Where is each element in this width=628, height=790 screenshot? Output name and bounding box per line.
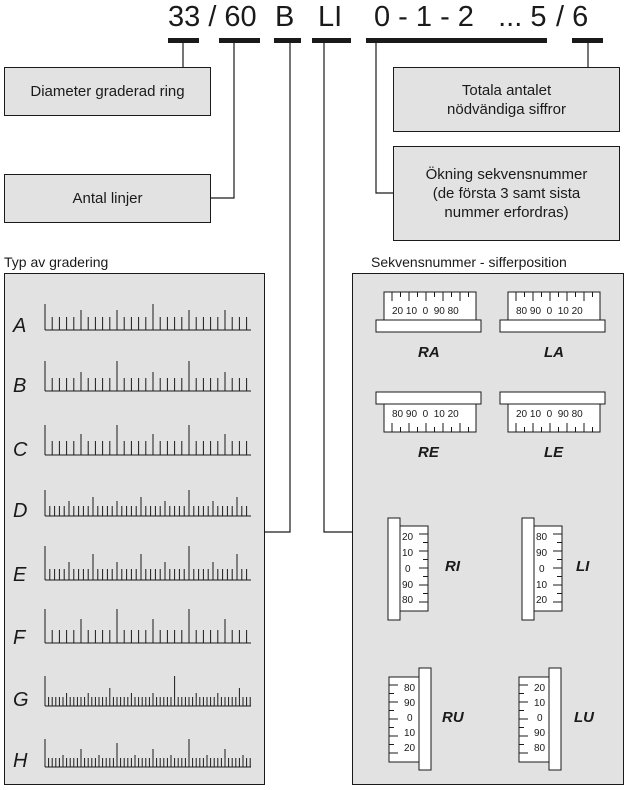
dial-la-label: LA (544, 344, 564, 361)
dial-ru-digit-4: 10 (404, 728, 416, 739)
dial-li-digit-3: 0 (539, 564, 545, 575)
dial-le-digits: 20 10 0 90 80 (516, 409, 583, 420)
dial-ru-digit-3: 0 (407, 713, 413, 724)
dial-la-base (499, 319, 606, 333)
graduation-label-b: B (13, 375, 27, 397)
dial-lu-base (548, 667, 562, 771)
dial-lu-digit-2: 10 (534, 698, 546, 709)
dial-ri-digit-1: 20 (402, 532, 414, 543)
increment-box: Ökning sekvensnummer (de första 3 samt s… (393, 146, 620, 241)
graduation-scale-g (44, 676, 251, 707)
diameter-box: Diameter graderad ring (4, 67, 211, 116)
diameter-label: Diameter graderad ring (30, 83, 185, 100)
total-digits-box: Totala antalet nödvändiga siffror (393, 67, 620, 132)
dial-le-base (499, 391, 606, 405)
dial-la-face (507, 291, 601, 321)
increment-line3: nummer erfordras) (444, 204, 569, 221)
dial-ri-label: RI (445, 558, 460, 575)
code-bar-increment (366, 38, 547, 43)
lines-box: Antal linjer (4, 174, 211, 223)
dial-li-digit-2: 90 (536, 548, 548, 559)
graduation-label-c: C (13, 439, 28, 461)
dial-ru-base (418, 667, 432, 771)
code-diameter-lines: 33 / 60 (168, 1, 257, 33)
dial-le-label: LE (544, 444, 564, 461)
dial-ra-face (383, 291, 477, 321)
graduation-label-e: E (13, 564, 27, 586)
dial-lu-digit-5: 80 (534, 743, 546, 754)
graduation-label-h: H (13, 750, 28, 772)
increment-line1: Ökning sekvensnummer (425, 166, 588, 183)
graduation-scale-f (44, 609, 251, 644)
dial-lu-digit-4: 90 (534, 728, 546, 739)
dial-ri-base (387, 517, 401, 621)
sequence-heading: Sekvensnummer - sifferposition (371, 254, 567, 270)
dial-re-label: RE (418, 444, 439, 461)
dial-re-digits: 80 90 0 10 20 (392, 409, 459, 420)
dial-ra-digits: 20 10 0 90 80 (392, 306, 459, 317)
dial-ra-base (375, 319, 482, 333)
dial-li-label: LI (576, 558, 590, 575)
dial-lu-digit-1: 20 (534, 683, 546, 694)
increment-line2: (de första 3 samt sista (432, 185, 581, 202)
code-bar-type (274, 38, 301, 43)
graduation-label-a: A (13, 315, 27, 337)
total-digits-line2: nödvändiga siffror (447, 100, 566, 118)
graduation-scale-a (44, 304, 251, 331)
graduation-scale-e (44, 546, 251, 581)
dial-ri-digit-4: 90 (402, 580, 414, 591)
dial-ru-label: RU (442, 709, 464, 726)
graduation-scale-d (44, 490, 251, 517)
dial-re-base (375, 391, 482, 405)
code-sequence-position: LI (318, 1, 343, 33)
graduation-scale-c (44, 425, 251, 456)
graduation-label-f: F (13, 627, 26, 649)
total-digits-line1: Totala antalet (461, 81, 552, 99)
dial-li-base (521, 517, 535, 621)
dial-ri-digit-2: 10 (402, 548, 414, 559)
code-bar-lines (219, 38, 260, 43)
lines-label: Antal linjer (72, 190, 143, 207)
code-graduation-type: B (275, 1, 295, 33)
code-sequence-increment: 0 - 1 - 2 ... 5 (374, 1, 547, 33)
graduation-heading: Typ av gradering (4, 254, 109, 270)
graduation-scale-h (44, 739, 251, 768)
dial-ru-digit-2: 90 (404, 698, 416, 709)
code-total-digits: / 6 (556, 1, 589, 33)
dial-lu-label: LU (574, 709, 594, 726)
dial-re-face (383, 403, 477, 433)
dial-li-digit-1: 80 (536, 532, 548, 543)
dial-ri-digit-5: 80 (402, 595, 414, 606)
dial-ru-digit-1: 80 (404, 683, 416, 694)
dial-la-digits: 80 90 0 10 20 (516, 306, 583, 317)
graduation-scale-b (44, 361, 251, 392)
dial-li-digit-5: 20 (536, 595, 548, 606)
graduation-label-g: G (13, 689, 29, 711)
dial-ra-label: RA (418, 344, 440, 361)
dial-lu-digit-3: 0 (537, 713, 543, 724)
code-bar-diameter (168, 38, 199, 43)
code-bar-position (312, 38, 351, 43)
dial-li-digit-4: 10 (536, 580, 548, 591)
dial-ru-digit-5: 20 (404, 743, 416, 754)
dial-ri-digit-3: 0 (405, 564, 411, 575)
dial-le-face (507, 403, 601, 433)
graduation-label-d: D (13, 500, 28, 522)
code-bar-total (572, 38, 603, 43)
